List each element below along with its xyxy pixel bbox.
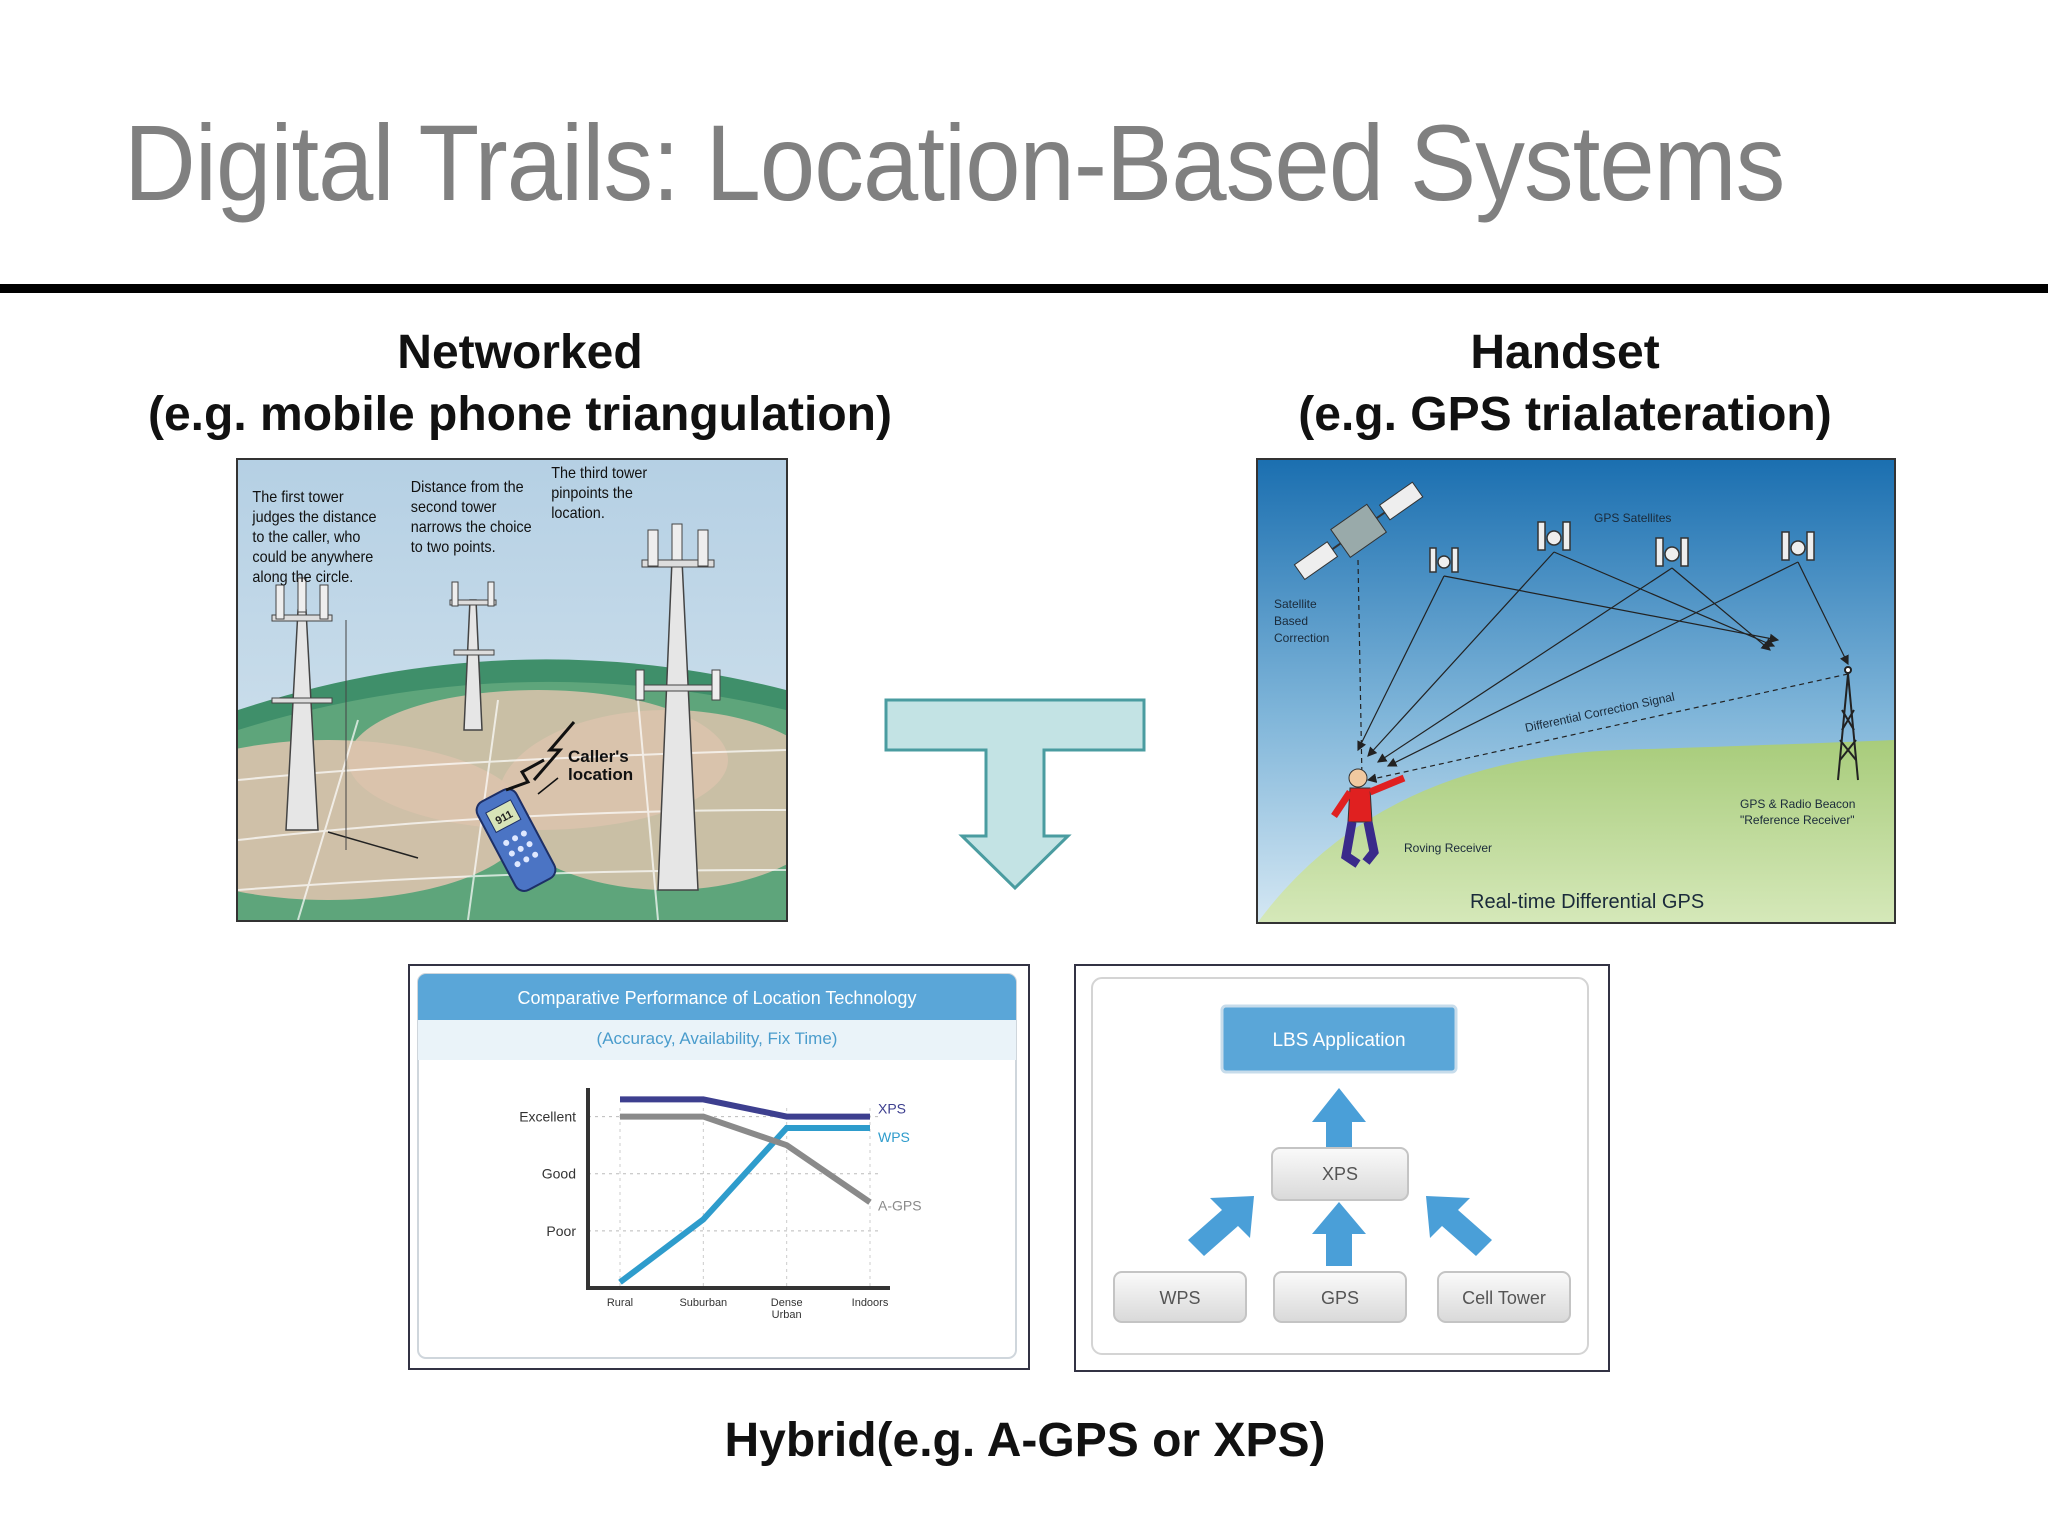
networked-heading-line2: (e.g. mobile phone triangulation) bbox=[148, 388, 892, 441]
down-arrow-icon bbox=[884, 698, 1146, 891]
gps-box: GPS bbox=[1273, 1271, 1407, 1323]
cell-tower-box: Cell Tower bbox=[1437, 1271, 1571, 1323]
y-tick-label: Good bbox=[542, 1166, 576, 1182]
handset-heading-line1: Handset bbox=[1470, 326, 1660, 379]
xps-box: XPS bbox=[1271, 1147, 1409, 1201]
x-tick-label: Suburban bbox=[679, 1297, 727, 1309]
performance-chart: Comparative Performance of Location Tech… bbox=[417, 973, 1017, 1359]
handset-heading-line2: (e.g. GPS trialateration) bbox=[1298, 388, 1832, 441]
lbs-application-box: LBS Application bbox=[1220, 1004, 1458, 1074]
gps-caption: Real-time Differential GPS bbox=[1470, 891, 1704, 913]
arrow-up-icon bbox=[1312, 1088, 1366, 1158]
hybrid-architecture-panel: LBS Application XPS WPS GPS Cell Tower bbox=[1074, 964, 1610, 1372]
y-tick-label: Excellent bbox=[519, 1109, 576, 1125]
performance-chart-panel: Comparative Performance of Location Tech… bbox=[408, 964, 1030, 1370]
wps-box: WPS bbox=[1113, 1271, 1247, 1323]
roving-receiver-person-icon bbox=[1331, 768, 1406, 868]
hybrid-heading: Hybrid(e.g. A-GPS or XPS) bbox=[724, 1414, 1326, 1467]
series-line-wps bbox=[618, 1125, 870, 1285]
page-title: Digital Trails: Location-Based Systems bbox=[124, 102, 1785, 223]
mobile-phone-icon: 911 bbox=[475, 788, 557, 892]
svg-text:Cell Tower: Cell Tower bbox=[1462, 1288, 1546, 1308]
title-divider bbox=[0, 284, 2048, 293]
correction-satellite-icon bbox=[1293, 481, 1424, 581]
chart-title: Comparative Performance of Location Tech… bbox=[518, 988, 917, 1008]
y-tick-label: Poor bbox=[546, 1223, 576, 1239]
svg-text:WPS: WPS bbox=[1159, 1288, 1200, 1308]
gps-satellites-label: GPS Satellites bbox=[1594, 511, 1671, 525]
arrow-diagonal-wps-icon bbox=[1188, 1196, 1254, 1256]
cell-tower-2-icon bbox=[449, 581, 497, 731]
svg-text:GPS: GPS bbox=[1321, 1288, 1359, 1308]
reference-beacon-icon bbox=[1837, 666, 1859, 781]
series-label-xps: XPS bbox=[878, 1101, 906, 1117]
chart-subtitle: (Accuracy, Availability, Fix Time) bbox=[597, 1029, 838, 1048]
series-line-xps bbox=[620, 1096, 870, 1120]
cell-tower-1-icon bbox=[271, 577, 333, 831]
x-tick-label: Indoors bbox=[852, 1297, 889, 1309]
beacon-label: GPS & Radio Beacon"Reference Receiver" bbox=[1740, 797, 1855, 827]
lbs-application-label: LBS Application bbox=[1272, 1030, 1405, 1051]
series-label-a-gps: A-GPS bbox=[878, 1197, 922, 1213]
arrow-diagonal-cell-icon bbox=[1426, 1196, 1492, 1256]
gps-satellites-icon bbox=[1429, 521, 1815, 573]
signal-bolt-icon bbox=[505, 758, 545, 792]
handset-heading: Handset (e.g. GPS trialateration) bbox=[1220, 322, 1910, 446]
roving-receiver-label: Roving Receiver bbox=[1404, 841, 1492, 855]
series-label-wps: WPS bbox=[878, 1129, 910, 1145]
arrow-up-gps-icon bbox=[1312, 1202, 1366, 1266]
svg-text:XPS: XPS bbox=[1322, 1164, 1358, 1184]
x-tick-label: Rural bbox=[607, 1297, 633, 1309]
networked-heading: Networked (e.g. mobile phone triangulati… bbox=[100, 322, 940, 446]
networked-heading-line1: Networked bbox=[397, 326, 643, 379]
series-line-a-gps bbox=[620, 1113, 872, 1205]
cell-tower-3-icon bbox=[635, 523, 721, 891]
